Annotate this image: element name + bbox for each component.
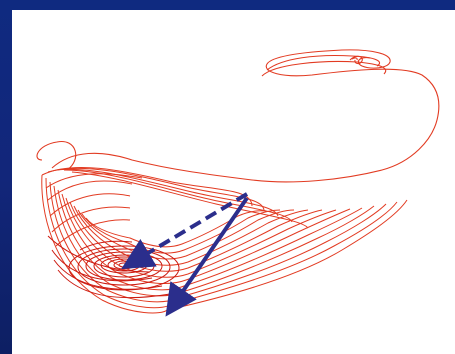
- trajectory-outer: [37, 50, 439, 182]
- trajectory-basin: [42, 167, 407, 313]
- attractor-figure: [12, 10, 455, 354]
- figure-panel: [12, 10, 455, 354]
